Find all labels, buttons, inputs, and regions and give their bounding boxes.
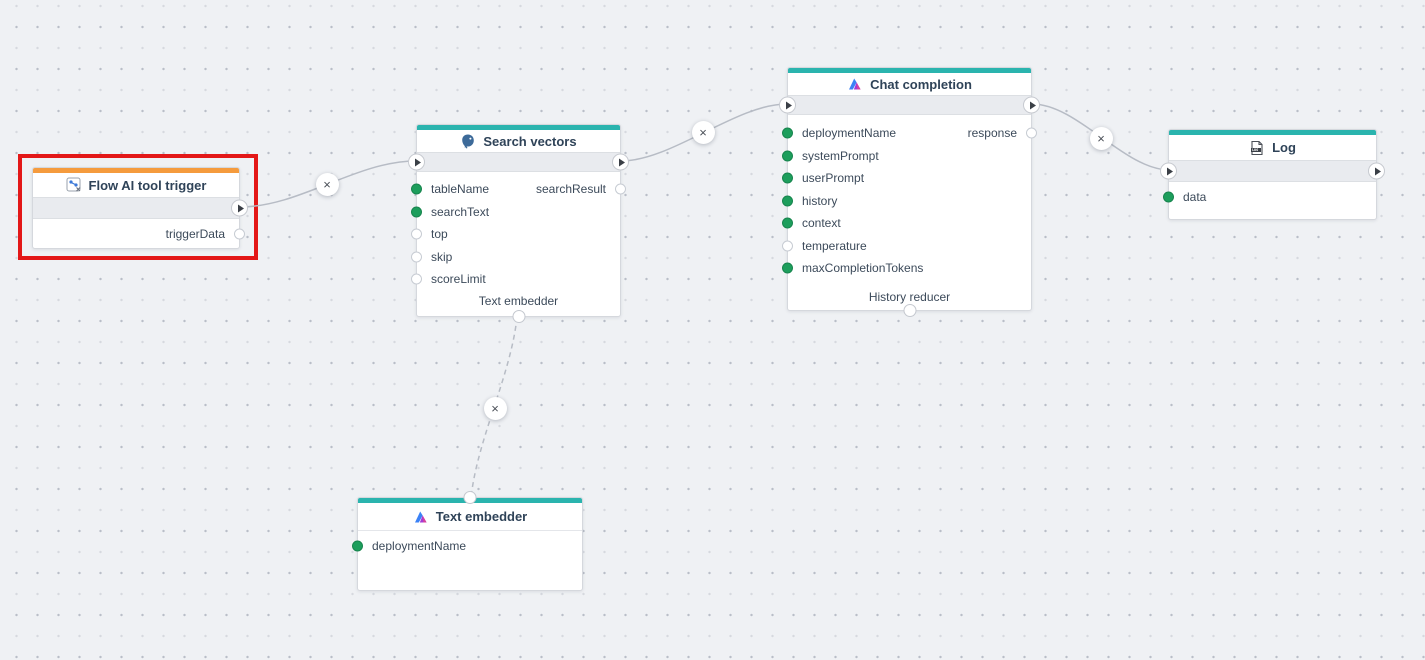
node-flow-ai-tool-trigger[interactable]: Flow AI tool trigger triggerData [32, 167, 240, 249]
node-text-embedder[interactable]: Text embedder deploymentName [357, 497, 583, 591]
node-titlebar[interactable]: Text embedder [358, 503, 582, 531]
input-port[interactable] [411, 184, 422, 195]
input-port[interactable] [782, 218, 793, 229]
output-label: response [968, 126, 1017, 140]
param-row: history [788, 190, 1031, 213]
node-titlebar[interactable]: Flow AI tool trigger [33, 173, 239, 197]
input-port[interactable] [782, 240, 793, 251]
input-port[interactable] [411, 229, 422, 240]
input-label: deploymentName [802, 126, 896, 140]
svg-text:LOG: LOG [1252, 148, 1258, 152]
param-row: response [968, 122, 1031, 145]
play-icon [415, 158, 421, 166]
output-port[interactable] [1026, 128, 1037, 139]
input-label: deploymentName [372, 539, 466, 553]
node-flow-bar [1169, 160, 1376, 182]
input-port[interactable] [411, 251, 422, 262]
input-label: maxCompletionTokens [802, 261, 923, 275]
input-label: tableName [431, 182, 489, 196]
input-label: context [802, 216, 841, 230]
node-chat-completion[interactable]: Chat completion deploymentName systemPro… [787, 67, 1032, 311]
input-port[interactable] [782, 128, 793, 139]
input-label: userPrompt [802, 171, 864, 185]
node-titlebar[interactable]: Chat completion [788, 73, 1031, 95]
flow-out-port[interactable] [231, 200, 248, 217]
log-icon: LOG [1249, 140, 1265, 156]
param-row: systemPrompt [788, 145, 1031, 168]
flow-in-port[interactable] [779, 97, 796, 114]
input-port[interactable] [782, 195, 793, 206]
node-titlebar[interactable]: Search vectors [417, 130, 620, 152]
delete-connection-button[interactable]: × [692, 121, 715, 144]
play-icon [1030, 101, 1036, 109]
param-row: skip [417, 246, 620, 269]
input-label: data [1183, 190, 1206, 204]
input-label: top [431, 227, 448, 241]
node-title: Chat completion [870, 77, 972, 92]
play-icon [786, 101, 792, 109]
input-label: temperature [802, 239, 867, 253]
node-title: Flow AI tool trigger [89, 178, 207, 193]
play-icon [238, 204, 244, 212]
param-row: context [788, 212, 1031, 235]
top-connector-port[interactable] [464, 491, 477, 504]
output-label: searchResult [536, 182, 606, 196]
delete-connection-button[interactable]: × [1090, 127, 1113, 150]
node-search-vectors[interactable]: Search vectors tableName searchText top … [416, 124, 621, 317]
bottom-connector-label: Text embedder [417, 294, 620, 308]
play-icon [1375, 167, 1381, 175]
input-port[interactable] [782, 173, 793, 184]
flow-out-port[interactable] [612, 154, 629, 171]
play-icon [619, 158, 625, 166]
param-row: scoreLimit [417, 268, 620, 291]
node-flow-bar [33, 197, 239, 219]
flow-in-port[interactable] [1160, 163, 1177, 180]
param-row: userPrompt [788, 167, 1031, 190]
node-log[interactable]: LOG Log data [1168, 129, 1377, 220]
output-port[interactable] [234, 228, 245, 239]
node-title: Text embedder [436, 509, 528, 524]
param-row: temperature [788, 235, 1031, 258]
input-port[interactable] [1163, 192, 1174, 203]
play-icon [1167, 167, 1173, 175]
flow-out-port[interactable] [1023, 97, 1040, 114]
param-row: maxCompletionTokens [788, 257, 1031, 280]
param-row: deploymentName [358, 535, 582, 558]
input-port[interactable] [411, 206, 422, 217]
node-title: Search vectors [483, 134, 576, 149]
input-label: history [802, 194, 837, 208]
bottom-connector-port[interactable] [512, 310, 525, 323]
node-flow-bar [788, 95, 1031, 115]
bottom-connector-port[interactable] [903, 304, 916, 317]
flow-trigger-icon [66, 177, 82, 193]
output-port[interactable] [615, 184, 626, 195]
input-port[interactable] [782, 150, 793, 161]
param-row: searchText [417, 201, 620, 224]
input-port[interactable] [352, 541, 363, 552]
azure-icon [413, 509, 429, 525]
output-label: triggerData [166, 227, 225, 241]
param-row: top [417, 223, 620, 246]
input-port[interactable] [411, 274, 422, 285]
bottom-connector-label: History reducer [788, 290, 1031, 304]
input-label: systemPrompt [802, 149, 879, 163]
node-titlebar[interactable]: LOG Log [1169, 135, 1376, 160]
input-label: searchText [431, 205, 489, 219]
azure-icon [847, 76, 863, 92]
node-title: Log [1272, 140, 1296, 155]
param-row: searchResult [536, 178, 620, 201]
input-port[interactable] [782, 263, 793, 274]
delete-connection-button[interactable]: × [484, 397, 507, 420]
node-flow-bar [417, 152, 620, 172]
delete-connection-button[interactable]: × [316, 173, 339, 196]
input-label: skip [431, 250, 452, 264]
flow-out-port[interactable] [1368, 163, 1385, 180]
param-row: data [1169, 186, 1376, 209]
flow-in-port[interactable] [408, 154, 425, 171]
postgres-icon [460, 133, 476, 149]
input-label: scoreLimit [431, 272, 486, 286]
